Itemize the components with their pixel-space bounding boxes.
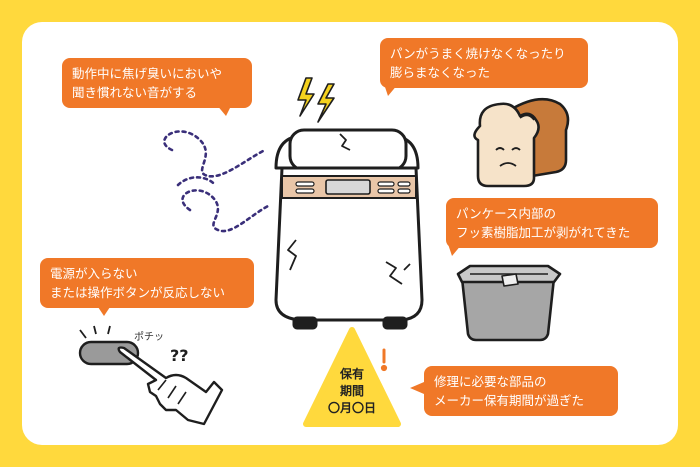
bread-loaf-icon	[473, 97, 570, 188]
confusion-marks: ??	[170, 346, 189, 365]
bubble-noise-smell-line1: 動作中に焦げ臭いにおいや	[72, 66, 223, 81]
bubble-parts-period-line2: メーカー保有期間が過ぎた	[434, 393, 585, 408]
bubble-no-power-tail	[96, 304, 112, 316]
bubble-bread-fail-line1: パンがうまく焼けなくなったり	[390, 46, 566, 61]
bubble-noise-smell-line2: 聞き慣れない音がする	[72, 85, 198, 100]
bubble-coating-peel: パンケース内部の フッ素樹脂加工が剥がれてきた	[446, 198, 658, 248]
bubble-no-power-line2: または操作ボタンが反応しない	[50, 285, 226, 300]
bubble-parts-period: 修理に必要な部品の メーカー保有期間が過ぎた	[424, 366, 618, 416]
warning-badge-line3: 〇月〇日	[327, 401, 376, 415]
pointing-hand-icon	[78, 325, 224, 426]
bubble-no-power: 電源が入らない または操作ボタンが反応しない	[40, 258, 254, 308]
bubble-coating-peel-line1: パンケース内部の	[456, 206, 557, 221]
lightning-icon	[297, 77, 335, 123]
warning-triangle-icon	[303, 327, 401, 427]
bubble-coating-peel-tail	[448, 244, 462, 256]
bubble-noise-smell: 動作中に焦げ臭いにおいや 聞き慣れない音がする	[62, 58, 252, 108]
bubble-bread-fail-line2: 膨らまなくなった	[390, 65, 491, 80]
bread-pan-icon	[456, 264, 562, 342]
bubble-bread-fail-tail	[384, 84, 398, 96]
bubble-parts-period-tail	[410, 382, 424, 394]
bread-machine-icon	[274, 128, 424, 330]
bubble-no-power-line1: 電源が入らない	[50, 266, 138, 281]
smell-swirl-icon	[163, 130, 272, 233]
warning-badge-text: 保有 期間 〇月〇日	[306, 366, 398, 417]
bubble-coating-peel-line2: フッ素樹脂加工が剥がれてきた	[456, 225, 631, 240]
press-sound-label: ポチッ	[134, 332, 164, 343]
warning-badge-line2: 期間	[339, 384, 364, 398]
bubble-bread-fail: パンがうまく焼けなくなったり 膨らまなくなった	[380, 38, 588, 88]
exclamation-icon	[380, 348, 388, 372]
bubble-noise-smell-tail	[216, 104, 232, 116]
bubble-parts-period-line1: 修理に必要な部品の	[434, 374, 547, 389]
warning-badge-line1: 保有	[339, 367, 364, 381]
